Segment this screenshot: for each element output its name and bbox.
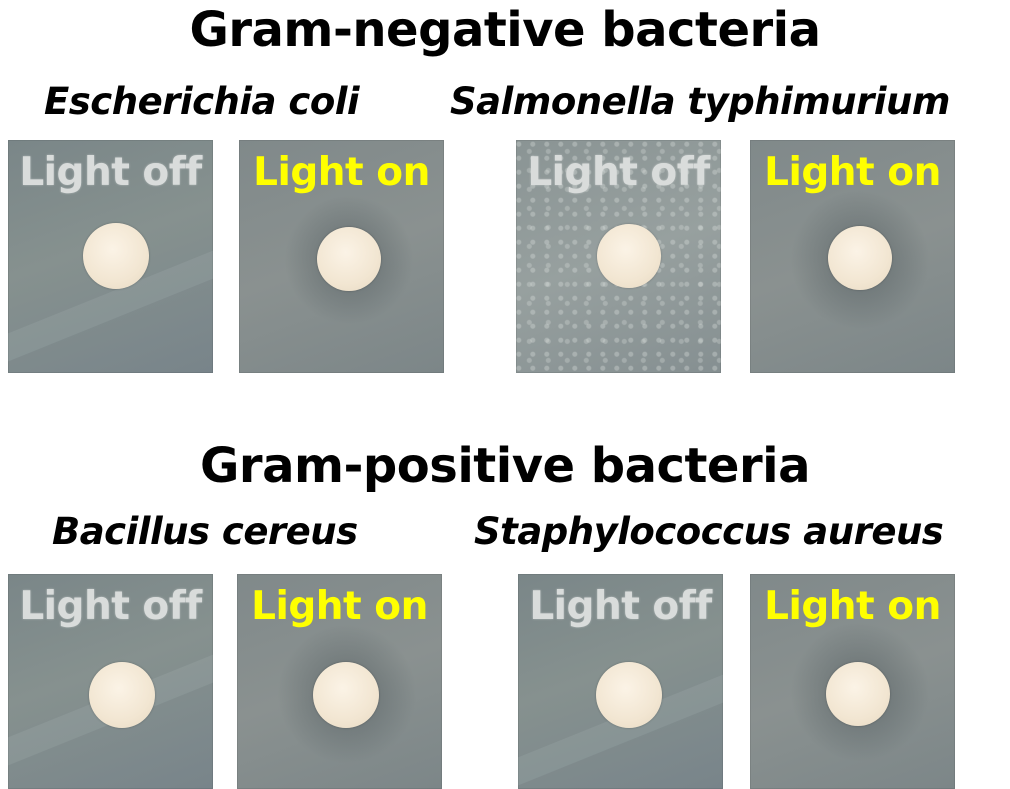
- light-on-label: Light on: [764, 584, 941, 629]
- plate-bacillus-light-on: Light on: [237, 574, 442, 789]
- paper-disc: [89, 662, 155, 728]
- light-off-label: Light off: [527, 150, 710, 195]
- group-title-gram-positive: Gram-positive bacteria: [200, 438, 810, 494]
- group-title-gram-negative: Gram-negative bacteria: [189, 2, 821, 58]
- plate-staphylococcus-light-off: Light off: [518, 574, 723, 789]
- light-on-label: Light on: [251, 584, 428, 629]
- species-label-escherichia-coli: Escherichia coli: [44, 80, 360, 123]
- paper-disc: [597, 224, 661, 288]
- species-label-bacillus-cereus: Bacillus cereus: [52, 510, 358, 553]
- plate-ecoli-light-off: Light off: [8, 140, 213, 373]
- light-on-label: Light on: [253, 150, 430, 195]
- plate-salmonella-light-on: Light on: [750, 140, 955, 373]
- light-on-label: Light on: [764, 150, 941, 195]
- plate-salmonella-light-off: Light off: [516, 140, 721, 373]
- paper-disc: [596, 662, 662, 728]
- paper-disc: [83, 223, 149, 289]
- species-label-staphylococcus-aureus: Staphylococcus aureus: [474, 510, 944, 553]
- paper-disc: [317, 227, 381, 291]
- paper-disc: [828, 226, 892, 290]
- paper-disc: [313, 662, 379, 728]
- species-label-salmonella-typhimurium: Salmonella typhimurium: [450, 80, 950, 123]
- light-off-label: Light off: [529, 584, 712, 629]
- plate-bacillus-light-off: Light off: [8, 574, 213, 789]
- plate-staphylococcus-light-on: Light on: [750, 574, 955, 789]
- paper-disc: [826, 662, 890, 726]
- light-off-label: Light off: [19, 150, 202, 195]
- light-off-label: Light off: [19, 584, 202, 629]
- plate-ecoli-light-on: Light on: [239, 140, 444, 373]
